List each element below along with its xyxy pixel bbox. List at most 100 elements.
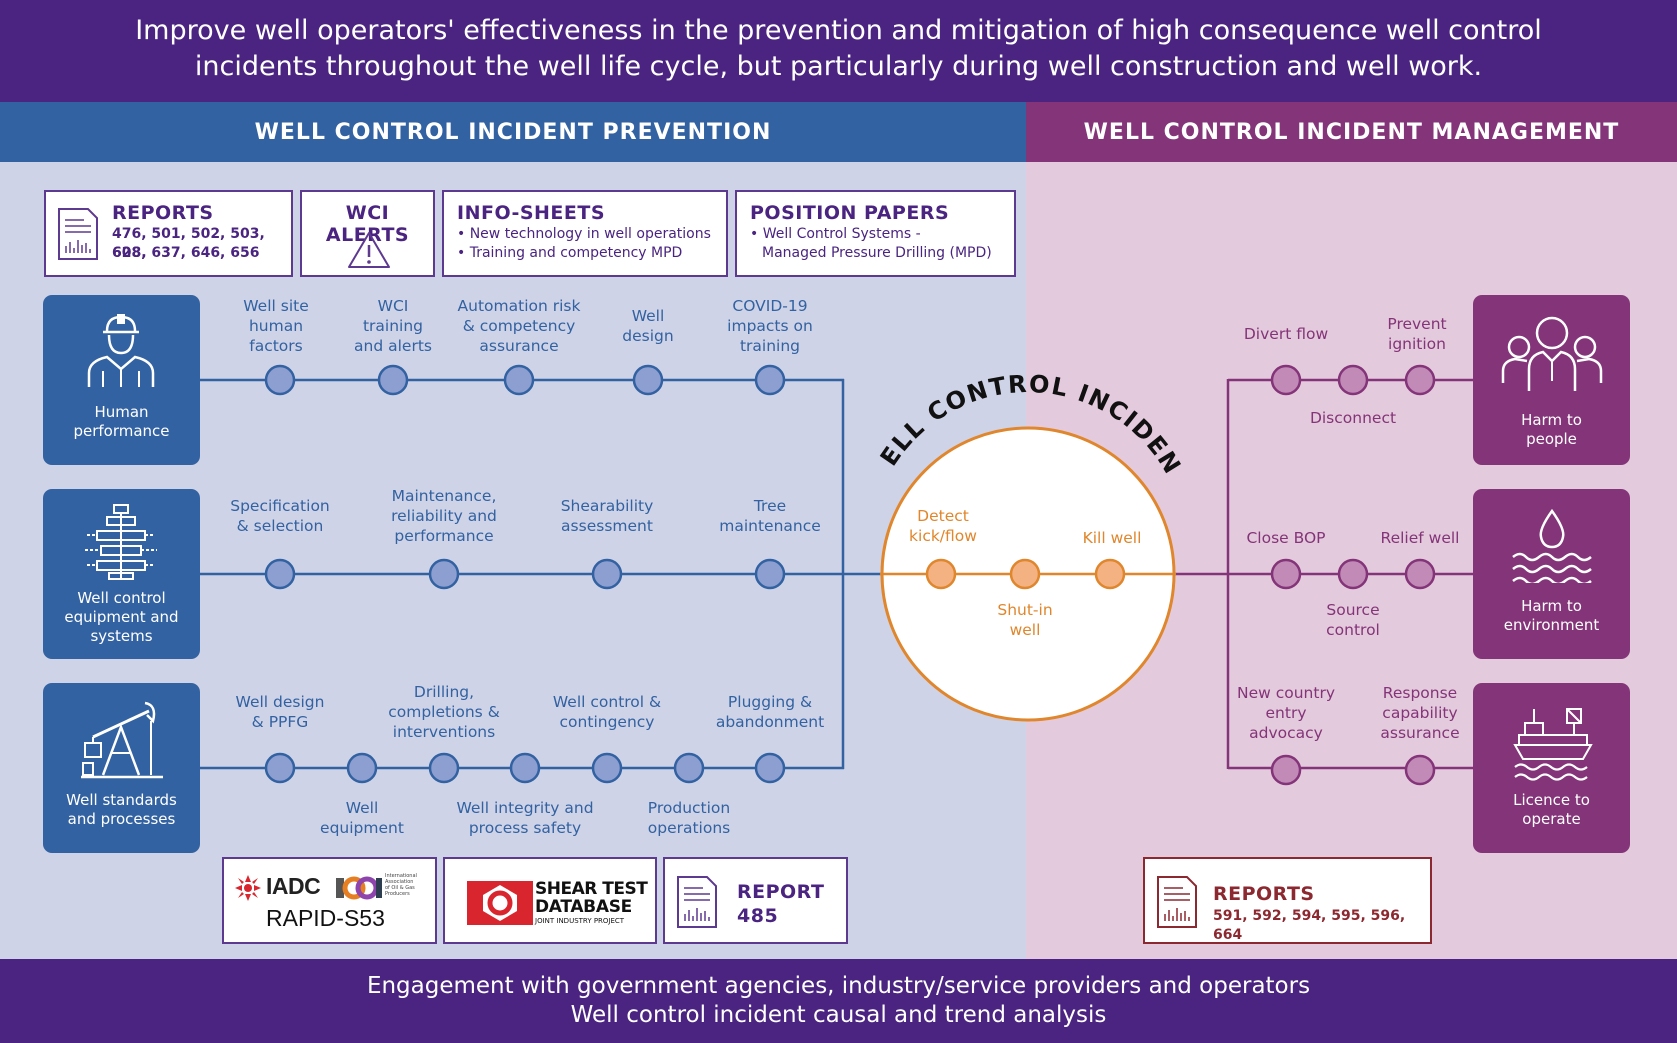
warning-icon	[348, 232, 390, 268]
node-divert-flow	[1270, 364, 1302, 396]
node-close-bop	[1270, 558, 1302, 590]
reports-numbers-1: 476, 501, 502, 503, 608,	[112, 226, 265, 261]
box-label-line: Licence to	[1513, 791, 1590, 809]
shear-jip-text: JOINT INDUSTRY PROJECT	[535, 917, 625, 925]
report-485-number: 485	[737, 905, 779, 927]
mission-line-2: incidents throughout the well life cycle…	[194, 51, 1483, 82]
box-label-line: Human	[94, 403, 149, 421]
prevention-header: WELL CONTROL INCIDENT PREVENTION	[0, 102, 1026, 162]
box-label-line: and processes	[67, 810, 176, 828]
document-icon	[1157, 876, 1197, 928]
people-icon	[1501, 316, 1603, 391]
reports-numbers-2: 628, 637, 646, 656	[112, 245, 260, 261]
box-label-line: environment	[1503, 616, 1600, 634]
node-prevent-ignition	[1404, 364, 1436, 396]
node-wci-training	[377, 364, 409, 396]
human-performance-box[interactable]: Human performance	[43, 295, 200, 465]
well-standards-box[interactable]: Well standards and processes	[43, 683, 200, 853]
reports-title: REPORTS	[112, 202, 214, 224]
label-plugging: Plugging &abandonment	[715, 693, 825, 731]
node-kill-well	[1094, 558, 1126, 590]
shear-test-title: SHEAR TEST	[535, 879, 648, 899]
reports-right-doc[interactable]: REPORTS 591, 592, 594, 595, 596, 664	[1143, 857, 1432, 944]
box-label-line: performance	[73, 422, 170, 440]
licence-to-operate-box[interactable]: Licence to operate	[1473, 683, 1630, 853]
well-control-equipment-box[interactable]: Well control equipment and systems	[43, 489, 200, 659]
label-relief-well: Relief well	[1380, 529, 1460, 547]
node-specification	[264, 558, 296, 590]
label-disconnect: Disconnect	[1309, 409, 1397, 427]
reports-right-title: REPORTS	[1213, 883, 1315, 905]
info-sheets-doc[interactable]: INFO-SHEETS • New technology in well ope…	[442, 190, 728, 277]
shear-database-title: DATABASE	[535, 897, 632, 917]
licence-to-operate-label: Licence to operate	[1473, 791, 1630, 829]
report-485-doc[interactable]: REPORT 485	[663, 857, 848, 944]
iadc-logo-text: IADC	[266, 873, 321, 899]
box-label-line: Harm to	[1521, 411, 1582, 429]
position-papers-title: POSITION PAPERS	[750, 202, 950, 224]
label-kill-well: Kill well	[1082, 529, 1142, 547]
node-well-equipment	[346, 752, 378, 784]
node-automation-risk	[503, 364, 535, 396]
document-icon	[58, 208, 98, 260]
label-divert-flow: Divert flow	[1243, 325, 1329, 343]
box-label-line: Well standards	[66, 791, 177, 809]
info-sheet-item: • Training and competency MPD	[457, 245, 683, 261]
position-papers-doc[interactable]: POSITION PAPERS • Well Control Systems -…	[735, 190, 1016, 277]
node-well-integrity	[509, 752, 541, 784]
shear-test-database-doc[interactable]: SHEAR TEST DATABASE JOINT INDUSTRY PROJE…	[443, 857, 657, 944]
well-control-equipment-label: Well control equipment and systems	[43, 589, 200, 646]
box-label-line: equipment and	[64, 608, 179, 626]
box-label-line: Harm to	[1521, 597, 1582, 615]
node-well-design-ppfg	[264, 752, 296, 784]
label-close-bop: Close BOP	[1246, 529, 1326, 547]
box-label-line: Well control	[77, 589, 166, 607]
label-drilling: Drilling,completions &interventions	[388, 683, 500, 741]
node-disconnect	[1337, 364, 1369, 396]
node-source-control	[1337, 558, 1369, 590]
info-sheet-item: • New technology in well operations	[457, 226, 711, 242]
harm-to-environment-label: Harm to environment	[1473, 597, 1630, 635]
harm-to-environment-box[interactable]: Harm to environment	[1473, 489, 1630, 659]
box-label-line: operate	[1522, 810, 1581, 828]
footer-banner: Engagement with government agencies, ind…	[0, 959, 1677, 1043]
worker-icon	[87, 314, 155, 387]
node-plugging	[754, 752, 786, 784]
reports-right-numbers: 591, 592, 594, 595, 596, 664	[1213, 908, 1406, 943]
management-header: WELL CONTROL INCIDENT MANAGEMENT	[1026, 102, 1677, 162]
reports-doc[interactable]: REPORTS 476, 501, 502, 503, 608, 628, 63…	[44, 190, 293, 277]
label-well-design-ppfg: Well design& PPFG	[235, 693, 325, 731]
water-drop-icon	[1512, 508, 1592, 583]
node-drilling	[428, 752, 460, 784]
node-maintenance	[428, 558, 460, 590]
rapid-s53-text: RAPID-S53	[266, 905, 385, 931]
node-new-country	[1270, 754, 1302, 786]
harm-to-people-label: Harm to people	[1473, 411, 1630, 449]
iadc-logo-icon	[235, 875, 261, 901]
wci-alerts-doc[interactable]: WCI ALERTS	[300, 190, 435, 277]
info-sheets-title: INFO-SHEETS	[457, 202, 606, 224]
report-485-title: REPORT	[737, 881, 825, 903]
offshore-rig-icon	[1513, 708, 1593, 781]
position-paper-line-1: • Well Control Systems -	[750, 226, 921, 242]
footer-line-1: Engagement with government agencies, ind…	[366, 973, 1311, 999]
bop-stack-icon	[85, 504, 157, 580]
node-response-capability	[1404, 754, 1436, 786]
box-label-line: people	[1526, 430, 1577, 448]
harm-to-people-box[interactable]: Harm to people	[1473, 295, 1630, 465]
